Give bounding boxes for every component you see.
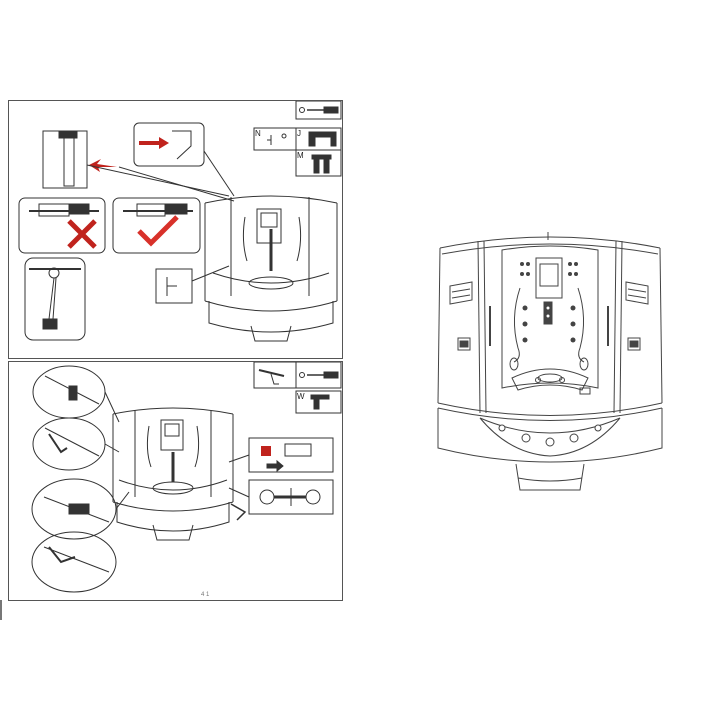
part-label-j: J <box>297 129 301 138</box>
instruction-panel-top: N J M <box>8 100 343 359</box>
arrow-right-icon <box>139 137 169 149</box>
detail-box-incorrect <box>18 197 106 254</box>
detail-circle-2 <box>32 417 106 471</box>
screw-icon <box>267 133 287 145</box>
detail-box-profile <box>42 130 88 189</box>
detail-box-fitting <box>24 257 86 341</box>
bolt-w-icon <box>310 394 330 410</box>
tub-apron <box>437 408 663 463</box>
detail-box-correct <box>112 197 201 254</box>
profile-m-icon <box>311 154 332 174</box>
silicone-gun-icon <box>258 369 285 385</box>
control-panel <box>535 257 563 299</box>
profile-j-icon <box>308 131 337 147</box>
assembly-step-illustration-bottom <box>31 362 342 593</box>
detail-circle-4 <box>31 531 117 593</box>
screwdriver-icon <box>299 106 339 114</box>
shower-hose-left <box>513 287 521 363</box>
side-shelf-right <box>625 281 649 305</box>
tub-step <box>515 463 585 491</box>
page-edge-mark <box>0 600 2 620</box>
assembly-step-illustration-top <box>18 101 342 342</box>
shower-cabin-drawing-top <box>204 195 338 342</box>
side-control-left <box>457 337 471 351</box>
detail-box-screw <box>155 268 193 304</box>
check-mark-icon <box>137 215 179 247</box>
screwdriver-icon <box>299 371 339 379</box>
shower-hose-right <box>577 287 585 363</box>
instruction-panel-bottom: W 4 1 <box>8 361 343 601</box>
side-shelf-left <box>449 281 473 305</box>
footer-mark: 4 1 <box>201 592 210 598</box>
shower-cabin-drawing-bottom <box>112 407 247 541</box>
shower-cabin-drawing-large <box>437 232 663 491</box>
part-label-m: M <box>297 151 304 160</box>
control-strip <box>543 301 553 325</box>
arrow-left-icon <box>89 159 117 172</box>
tool-cell-screwdriver <box>295 101 342 120</box>
part-label-w: W <box>297 392 305 401</box>
side-control-right <box>627 337 641 351</box>
part-label-n: N <box>255 129 261 138</box>
x-mark-icon <box>67 219 97 249</box>
body-jets <box>520 262 578 343</box>
tub-headrest <box>511 368 589 391</box>
detail-box-connector <box>133 122 205 167</box>
